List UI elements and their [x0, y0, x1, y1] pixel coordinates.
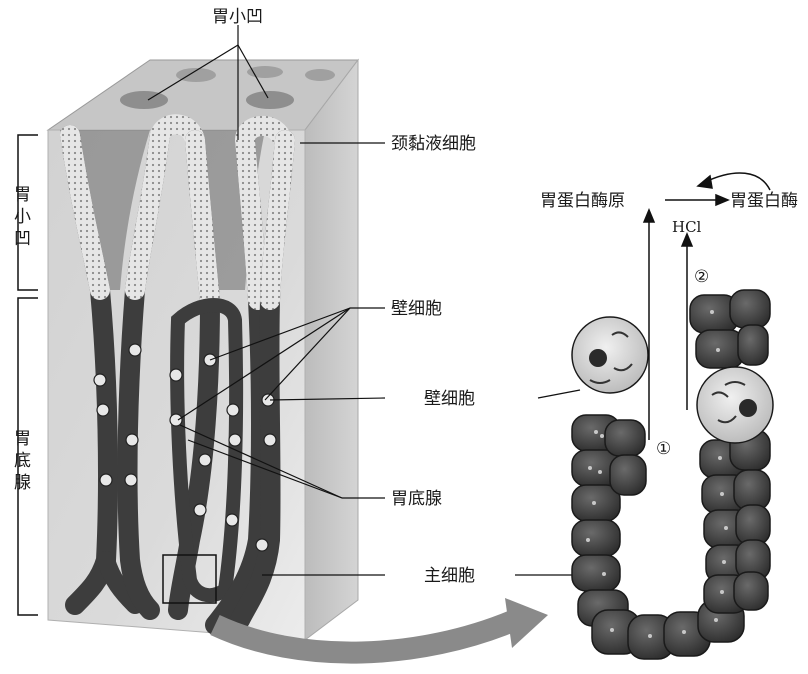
- chief-cell: [734, 470, 770, 510]
- chief-cell: [610, 455, 646, 495]
- chief-cell: [738, 325, 768, 365]
- region-label-pit-1: 胃: [14, 185, 31, 205]
- chief-cell: [730, 290, 770, 328]
- label-gastric-pit: 胃小凹: [212, 7, 263, 27]
- label-hcl: HCl: [672, 218, 702, 236]
- arrow-feedback-curve: [705, 173, 770, 190]
- parietal-nucleus: [589, 349, 607, 367]
- chief-cells-left: [572, 415, 646, 626]
- parietal-cell: [226, 514, 238, 526]
- parietal-cell: [199, 454, 211, 466]
- label-parietal-cell: 壁细胞: [391, 299, 442, 319]
- parietal-cell: [170, 369, 182, 381]
- parietal-nucleus: [739, 399, 757, 417]
- label-pepsinogen: 胃蛋白酶原: [540, 191, 625, 211]
- region-label-pit-3: 凹: [14, 229, 31, 249]
- region-label-gland-3: 腺: [14, 473, 31, 493]
- label-step-1: ①: [656, 439, 671, 459]
- parietal-cell: [94, 374, 106, 386]
- parietal-cell: [256, 539, 268, 551]
- label-gastric-gland: 胃底腺: [391, 489, 442, 509]
- label-parietal-cell-detail: 壁细胞: [424, 389, 475, 409]
- chief-cells-right: [690, 290, 770, 613]
- chief-cell: [736, 505, 770, 545]
- gland-neck: [245, 140, 258, 300]
- label-neck-mucous-cell: 颈黏液细胞: [391, 134, 476, 154]
- pit-opening: [305, 69, 335, 81]
- arrow-feedback-head: [698, 176, 712, 188]
- chief-cell: [696, 330, 744, 368]
- parietal-cell: [194, 504, 206, 516]
- chief-cell: [605, 420, 645, 456]
- chief-cell: [734, 572, 768, 610]
- parietal-cell: [697, 367, 773, 443]
- block-side-face: [305, 60, 358, 640]
- parietal-cell: [126, 434, 138, 446]
- parietal-cell: [129, 344, 141, 356]
- region-label-pit-2: 小: [14, 207, 31, 227]
- parietal-cell-large-left: [572, 317, 648, 393]
- parietal-cell: [264, 434, 276, 446]
- arrow-step1-head: [644, 210, 654, 222]
- pit-opening: [246, 91, 294, 109]
- parietal-cell: [227, 404, 239, 416]
- chief-cell: [572, 520, 620, 556]
- magnified-gland: [572, 290, 773, 659]
- pit-opening: [247, 66, 283, 78]
- chief-cell: [572, 555, 620, 591]
- parietal-cell: [572, 317, 648, 393]
- region-label-gland-2: 底: [14, 451, 31, 471]
- magnify-arrow-head: [505, 598, 548, 648]
- parietal-cell: [229, 434, 241, 446]
- parietal-cell: [100, 474, 112, 486]
- parietal-cell-large-right: [697, 367, 773, 443]
- arrow-conversion-head: [716, 195, 728, 205]
- region-label-gland-1: 胃: [14, 429, 31, 449]
- parietal-cell: [170, 414, 182, 426]
- label-step-2: ②: [694, 267, 709, 287]
- label-chief-cell: 主细胞: [424, 566, 475, 586]
- parietal-cell: [97, 404, 109, 416]
- label-pepsin: 胃蛋白酶: [730, 191, 798, 211]
- parietal-cell: [125, 474, 137, 486]
- pit-opening: [120, 91, 168, 109]
